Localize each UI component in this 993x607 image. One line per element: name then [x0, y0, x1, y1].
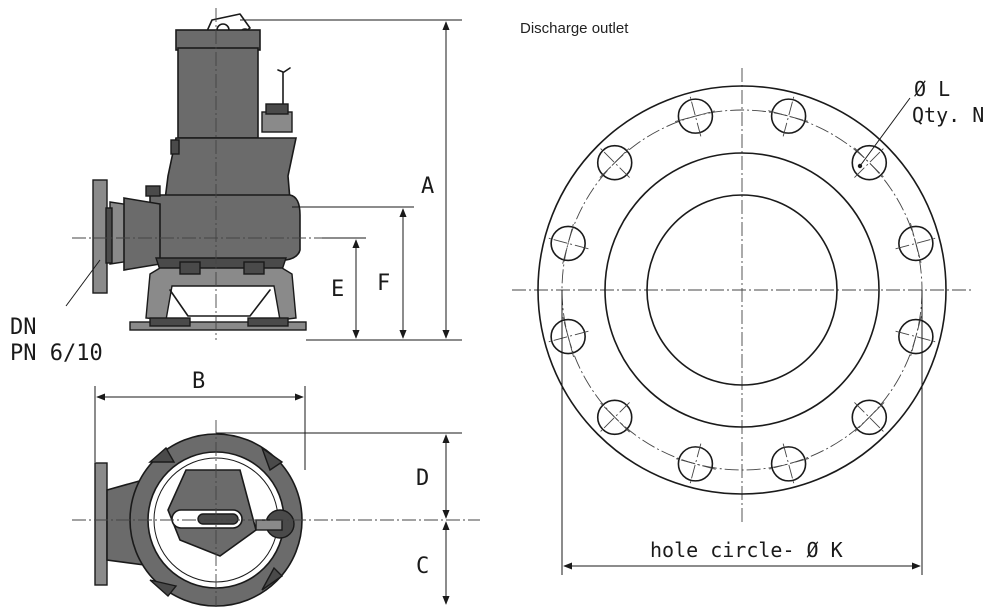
top-dimensions: B D C	[94, 369, 462, 605]
pn-label: PN 6/10	[10, 341, 103, 366]
bolt-hole-centerline	[599, 402, 630, 433]
bolt-hole	[895, 223, 937, 264]
pump-top-view	[72, 420, 480, 607]
bolt-hole	[851, 399, 888, 436]
bolt-hole-centerline	[689, 443, 702, 485]
dim-a-label: A	[421, 174, 434, 199]
bolt-hole-centerline	[562, 223, 575, 264]
bolt-hole-centerline	[599, 147, 630, 178]
bolt-hole	[675, 95, 716, 137]
discharge-outlet-title: Discharge outlet	[520, 20, 629, 37]
bolt-hole-centerline	[675, 110, 716, 123]
bolt-hole-centerline	[768, 457, 809, 470]
dim-d-label: D	[416, 466, 429, 491]
bolt-hole-centerline	[895, 330, 937, 343]
dim-e-label: E	[331, 277, 344, 302]
bolt-hole	[596, 144, 633, 181]
bolt-hole-outline	[550, 225, 586, 262]
dim-c-label: C	[416, 554, 429, 579]
hole-diameter-label: Ø L	[914, 77, 950, 101]
bolt-hole	[547, 316, 589, 357]
bolt-hole	[768, 95, 809, 137]
flange-raised-face	[604, 152, 880, 428]
side-dimensions: A F E DN PN 6/10	[10, 19, 462, 366]
bolt-hole-centerline	[547, 330, 589, 343]
bolt-hole-centerline	[768, 110, 809, 123]
discharge-flange: Discharge outlet Ø L Qty. N hole circle-…	[512, 20, 984, 575]
bolt-hole-outline	[851, 399, 888, 436]
bolt-hole-centerline	[854, 147, 885, 178]
bolt-hole-centerline	[895, 237, 937, 250]
bolt-hole-centerline	[689, 95, 702, 137]
flange-outer	[537, 85, 947, 495]
dim-b-label: B	[192, 369, 205, 394]
bolt-hole	[547, 223, 589, 264]
bolt-hole	[675, 443, 716, 485]
bolt-hole	[768, 443, 809, 485]
bolt-hole-centerline	[909, 316, 922, 357]
bolt-hole-centerline	[599, 402, 630, 433]
dn-label: DN	[10, 315, 37, 340]
bolt-hole-outline	[770, 446, 807, 482]
bolt-hole	[851, 144, 888, 181]
dim-f-label: F	[377, 271, 390, 296]
bolt-hole-centerline	[675, 457, 716, 470]
bolt-hole-outline	[770, 98, 807, 134]
bolt-hole-outline	[677, 446, 714, 482]
flange-bore	[646, 194, 838, 386]
bolt-hole-centerline	[547, 237, 589, 250]
bolt-hole-outline	[596, 399, 633, 436]
bolt-hole-centerline	[599, 147, 630, 178]
hole-circle-label: hole circle- Ø K	[650, 538, 843, 562]
bolt-hole-centerline	[854, 402, 885, 433]
bolt-hole-centerline	[782, 443, 795, 485]
pump-side-view	[72, 8, 322, 340]
bolt-hole-outline	[898, 225, 934, 262]
bolt-hole	[596, 399, 633, 436]
bolt-hole-centerline	[854, 402, 885, 433]
bolt-hole-outline	[677, 98, 714, 134]
bolt-hole-outline	[898, 318, 934, 355]
bolt-hole-outline	[550, 318, 586, 355]
bolt-hole-outline	[596, 144, 633, 181]
bolt-hole	[895, 316, 937, 357]
bolt-holes	[547, 95, 937, 485]
bolt-hole-outline	[851, 144, 888, 181]
bolt-hole-centerline	[562, 316, 575, 357]
bolt-hole-centerline	[782, 95, 795, 137]
bolt-hole-centerline	[909, 223, 922, 264]
bolt-hole-centerline	[854, 147, 885, 178]
hole-quantity-label: Qty. N	[912, 103, 984, 127]
